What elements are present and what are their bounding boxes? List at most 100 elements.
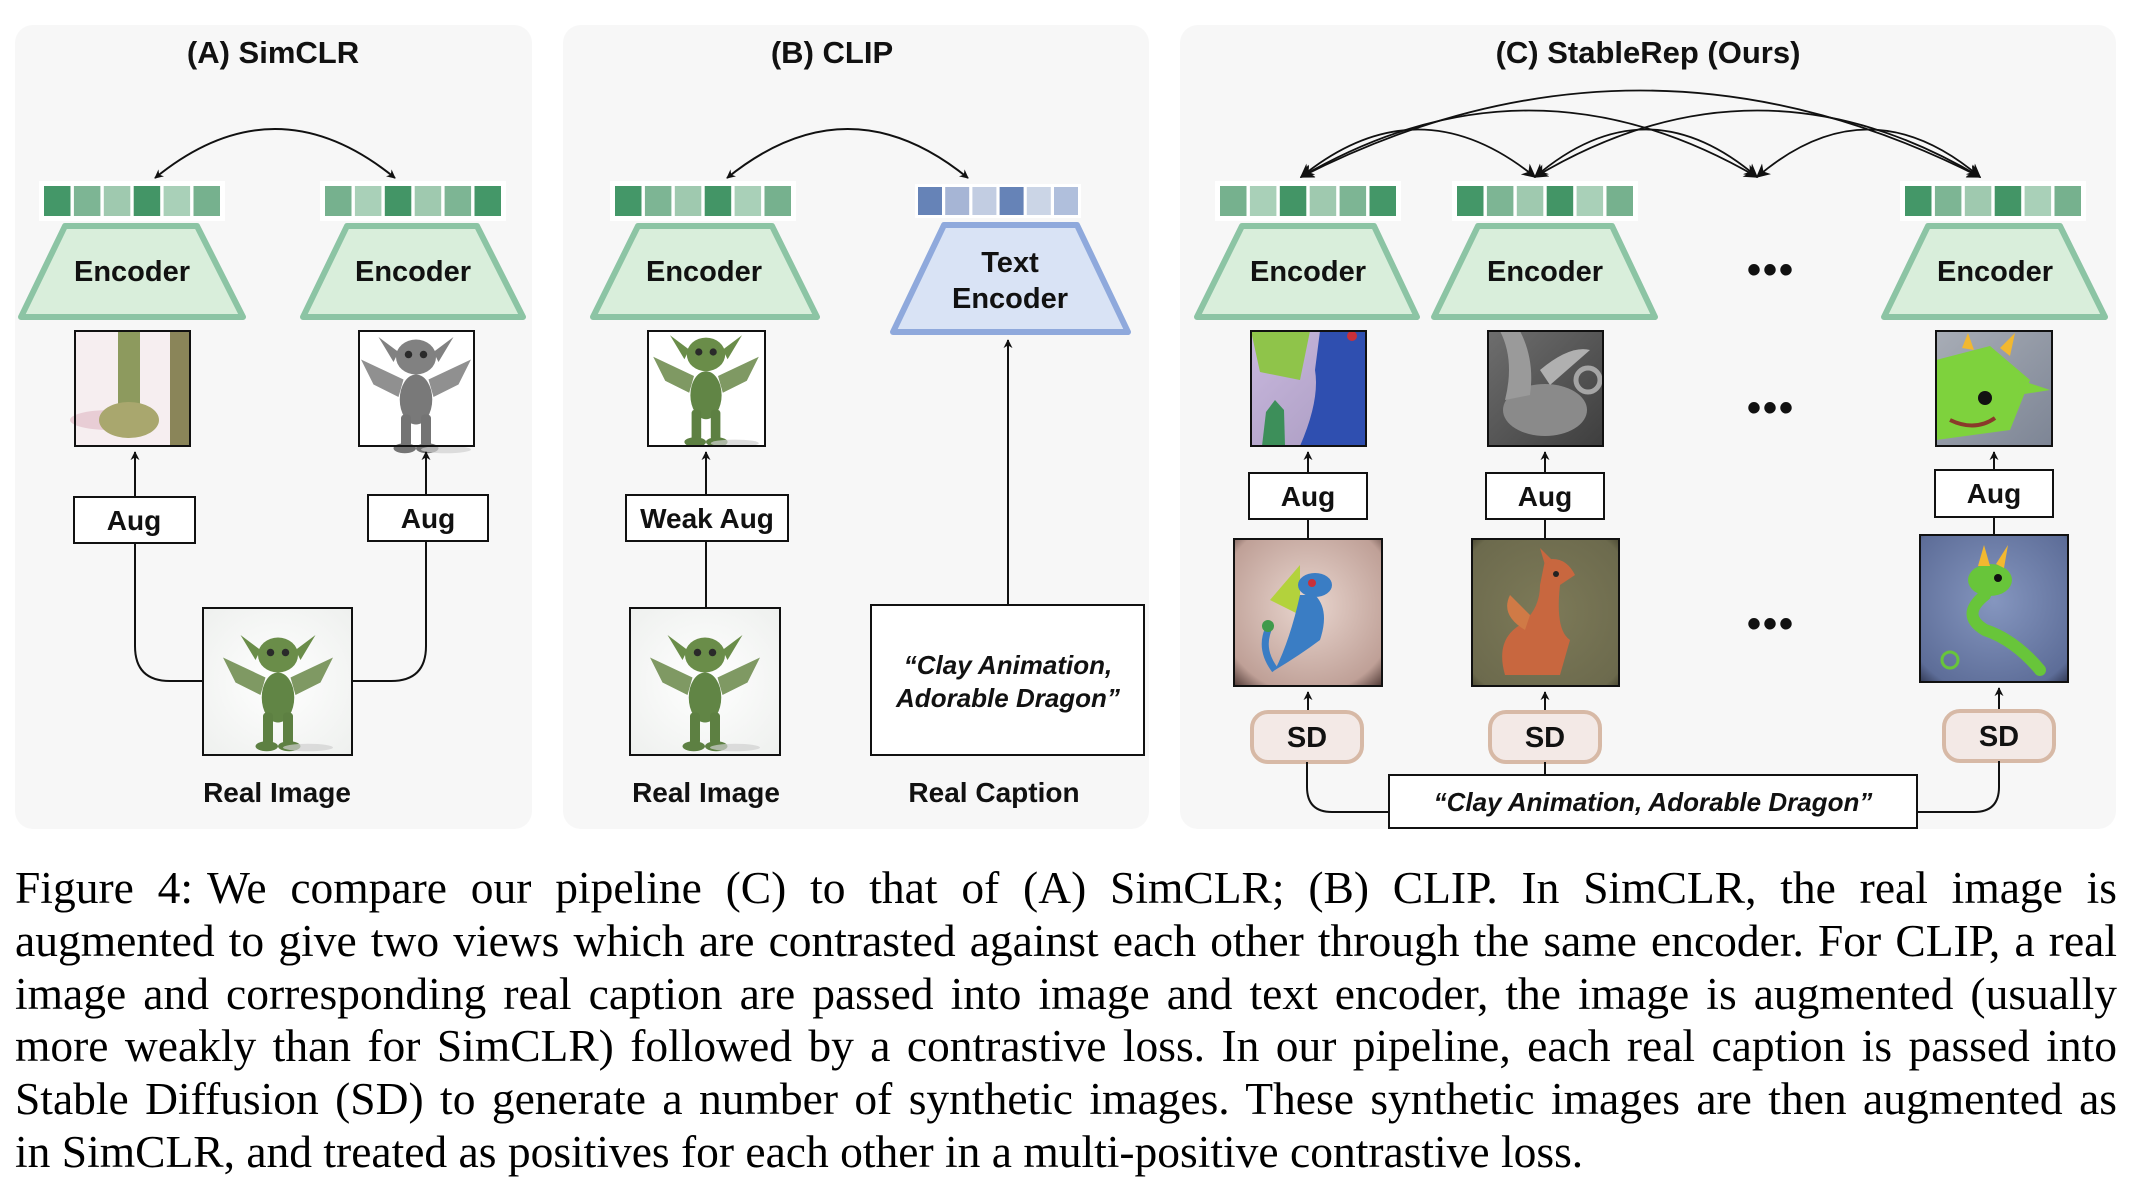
- ellipsis: •••: [1747, 386, 1795, 430]
- embedding-vector: [1452, 181, 1638, 221]
- embedding-cell: [674, 186, 702, 216]
- embedding-cell: [1249, 186, 1277, 216]
- embedding-cell: [1339, 186, 1367, 216]
- embedding-cell: [1309, 186, 1337, 216]
- embedding-cell: [44, 186, 71, 216]
- embedding-vector: [1215, 181, 1401, 221]
- embedding-cell: [945, 187, 970, 215]
- embedding-cell: [764, 186, 791, 216]
- multi-positive-arrows: [1299, 89, 1982, 178]
- embedding-vector: [39, 181, 225, 221]
- sd-label: SD: [1525, 722, 1565, 754]
- embedding-cell: [163, 186, 191, 216]
- encoder-label: Encoder: [1250, 256, 1366, 288]
- text-embedding-vector: [915, 184, 1081, 218]
- image-encoder: Encoder: [1431, 223, 1658, 320]
- sd-label: SD: [1979, 721, 2019, 753]
- embedding-vector: [1900, 181, 2086, 221]
- stable-diffusion-box: SD: [1942, 709, 2056, 763]
- real-image: [629, 607, 781, 756]
- caption-line: Figure 4: We compare our pipeline (C) to …: [15, 862, 2117, 915]
- figure-label: Figure 4:: [15, 862, 194, 913]
- aug-label: Aug: [401, 503, 455, 534]
- encoder-label: Encoder: [1487, 256, 1603, 288]
- embedding-cell: [1486, 186, 1514, 216]
- encoder-label: Encoder: [1937, 256, 2053, 288]
- panel-simclr: (A) SimCLR Encoder Encoder: [15, 25, 532, 829]
- embedding-cell: [1546, 186, 1574, 216]
- augmented-view-image: [358, 330, 475, 454]
- embedding-cell: [1457, 186, 1484, 216]
- embedding-cell: [133, 186, 161, 216]
- prompt-text: “Clay Animation, Adorable Dragon”: [1434, 787, 1873, 817]
- figure-caption: Figure 4: We compare our pipeline (C) to …: [15, 862, 2117, 1179]
- image-encoder: Encoder: [300, 223, 526, 320]
- panel-clip: (B) CLIP Encoder Text Encoder Weak Aug: [563, 25, 1149, 829]
- embedding-cell: [734, 186, 762, 216]
- caption-line: image and corresponding real caption are…: [15, 967, 2117, 1019]
- aug-label: Weak Aug: [640, 503, 774, 534]
- aug-label: Aug: [107, 505, 161, 536]
- embedding-cell: [704, 186, 732, 216]
- embedding-vector: [320, 181, 506, 221]
- text-encoder: Text Encoder: [890, 222, 1131, 335]
- encoder-label: Encoder: [646, 256, 762, 288]
- caption-line: Stable Diffusion (SD) to generate a numb…: [15, 1073, 2117, 1125]
- embedding-cell: [1026, 187, 1051, 215]
- text-encoder-label-line2: Encoder: [952, 283, 1068, 315]
- generated-image: [1919, 534, 2069, 683]
- sd-label: SD: [1287, 722, 1327, 754]
- aug-label: Aug: [1518, 481, 1572, 512]
- caption-line: augmented to give two views which are co…: [15, 914, 2117, 966]
- aug-label: Aug: [1281, 481, 1335, 512]
- ellipsis: •••: [1747, 602, 1795, 646]
- augmentation-box: Aug: [1248, 472, 1368, 520]
- embedding-cell: [1369, 186, 1396, 216]
- embedding-cell: [1576, 186, 1604, 216]
- embedding-cell: [193, 186, 220, 216]
- panel-background: [1180, 25, 2116, 829]
- weak-augmentation-box: Weak Aug: [625, 494, 789, 542]
- caption-line-text: We compare our pipeline (C) to that of (…: [207, 862, 2118, 913]
- embedding-cell: [972, 187, 997, 215]
- embedding-cell: [999, 187, 1024, 215]
- image-embedding-vector: [610, 181, 796, 221]
- embedding-cell: [615, 186, 642, 216]
- augmentation-box: Aug: [1485, 472, 1605, 520]
- caption-line: in SimCLR, and treated as positives for …: [15, 1125, 1584, 1177]
- embedding-cell: [1054, 187, 1078, 215]
- real-image: [202, 607, 353, 756]
- generated-image: [1233, 538, 1383, 687]
- augmentation-box: Aug: [1934, 469, 2054, 518]
- embedding-cell: [384, 186, 412, 216]
- augmented-view-image: [1487, 330, 1604, 447]
- real-caption-box: “Clay Animation, Adorable Dragon”: [870, 604, 1145, 756]
- embedding-cell: [644, 186, 672, 216]
- embedding-cell: [1964, 186, 1992, 216]
- augmented-view-image: [647, 330, 766, 447]
- embedding-frame: [915, 184, 1081, 218]
- embedding-cell: [444, 186, 472, 216]
- augmentation-box: Aug: [73, 496, 196, 544]
- embedding-cell: [414, 186, 442, 216]
- ellipsis: •••: [1747, 248, 1795, 292]
- embedding-cell: [325, 186, 352, 216]
- aug-label: Aug: [1967, 478, 2021, 509]
- encoder-label: Encoder: [355, 256, 471, 288]
- stable-diffusion-box: SD: [1488, 710, 1602, 764]
- embedding-cell: [1279, 186, 1307, 216]
- embedding-cell: [1220, 186, 1247, 216]
- embedding-cell: [1934, 186, 1962, 216]
- panel-stablerep: (C) StableRep (Ours) Encoder Encoder Enc…: [1180, 25, 2116, 829]
- embedding-cell: [1994, 186, 2022, 216]
- embedding-cell: [1905, 186, 1932, 216]
- caption-text-line2: Adorable Dragon”: [895, 683, 1120, 713]
- augmented-view-image: [1935, 330, 2053, 447]
- panel-title: (C) StableRep (Ours): [1496, 35, 1801, 70]
- panel-title: (A) SimCLR: [187, 35, 359, 70]
- text-encoder-label-line1: Text: [981, 247, 1039, 279]
- augmentation-box: Aug: [367, 494, 489, 542]
- image-encoder: Encoder: [590, 223, 820, 320]
- image-encoder: Encoder: [1881, 223, 2108, 320]
- embedding-cell: [354, 186, 382, 216]
